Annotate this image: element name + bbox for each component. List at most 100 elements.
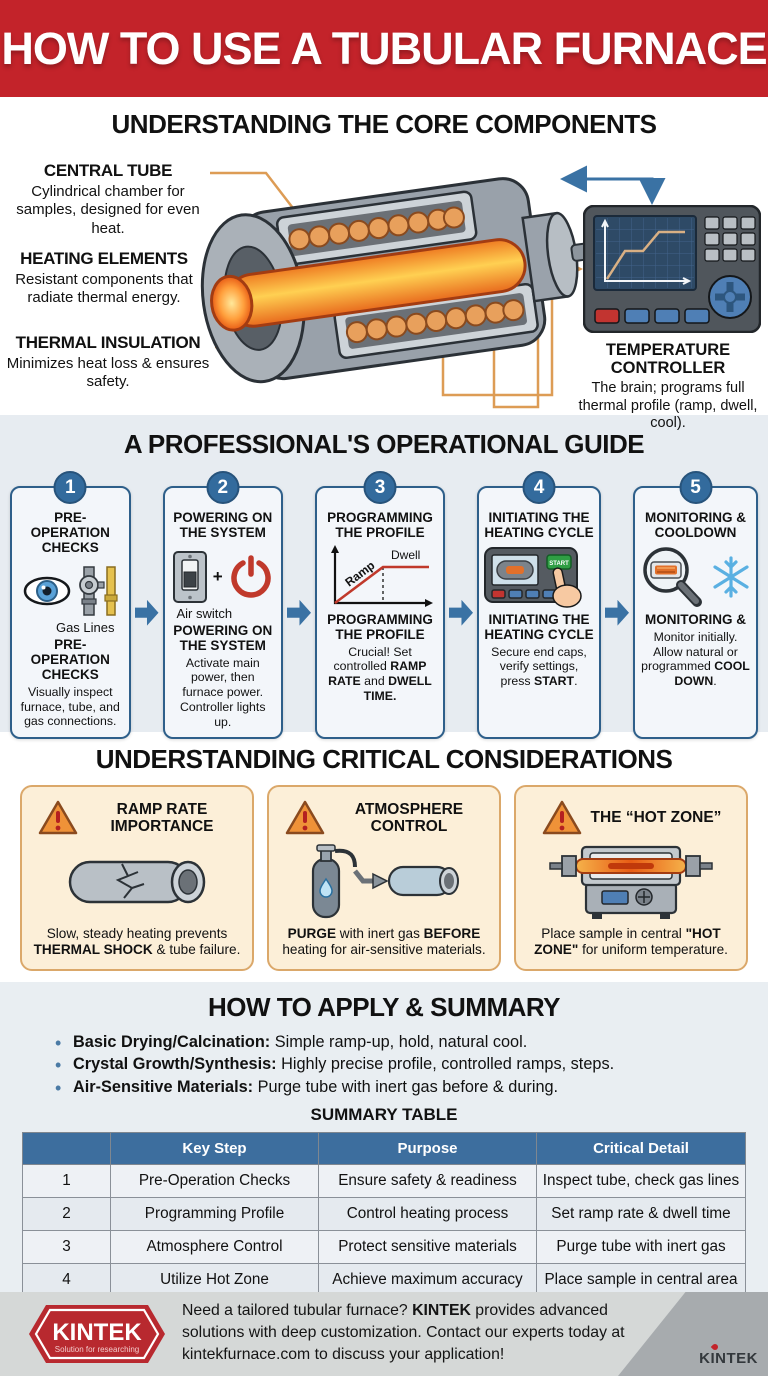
icon-caption: Gas Lines	[55, 620, 115, 636]
section-title-considerations: UNDERSTANDING CRITICAL CONSIDERATIONS	[95, 744, 673, 774]
gas-valve-icon	[78, 566, 118, 617]
consideration-desc: PURGE with inert gas BEFORE heating for …	[282, 926, 486, 958]
furnace-illustration	[200, 165, 666, 409]
air-switch-icon	[172, 551, 207, 603]
temperature-controller-title: TEMPERATURE CONTROLLER	[605, 341, 731, 378]
svg-text:START: START	[549, 561, 569, 567]
footer: KINTEK Solution for researching Need a t…	[0, 1292, 768, 1376]
col-header-index	[22, 1132, 111, 1166]
purge-gas-icon	[311, 844, 459, 919]
temperature-controller-desc: The brain; programs full thermal profile…	[578, 380, 758, 432]
svg-text:KINTEK: KINTEK	[52, 1319, 142, 1346]
flow-arrow-icon	[449, 599, 473, 626]
label-thermal-insulation: THERMAL INSULATION Minimizes heat loss &…	[4, 333, 212, 392]
step-card-5: 5 MONITORING & COOLDOWN	[633, 471, 758, 740]
kintek-logo: KINTEK Solution for researching	[26, 1303, 168, 1370]
consideration-title: ATMOSPHERE CONTROL	[354, 800, 464, 835]
consideration-title: THE “HOT ZONE”	[590, 809, 722, 827]
step-title: PRE-OPERATION CHECKS	[30, 510, 110, 556]
svg-text:Dwell: Dwell	[391, 548, 420, 562]
footer-message: Need a tailored tubular furnace? KINTEK …	[182, 1302, 625, 1363]
step-desc: Monitor initially. Allow natural or prog…	[641, 629, 750, 689]
application-bullets: Basic Drying/Calcination: Simple ramp-up…	[55, 1031, 768, 1101]
tubular-furnace-body	[200, 177, 596, 384]
header-banner: HOW TO USE A TUBULAR FURNACE	[0, 0, 768, 97]
considerations-row: RAMP RATE IMPORTANCE Slow, steady heatin…	[18, 785, 750, 971]
cracked-tube-icon	[68, 860, 206, 904]
step-title: MONITORING & COOLDOWN	[645, 510, 746, 541]
consideration-hot-zone: THE “HOT ZONE”	[514, 785, 748, 971]
section-operational-guide: A PROFESSIONAL'S OPERATIONAL GUIDE 1 PRE…	[0, 415, 768, 740]
flow-arrow-icon	[605, 599, 629, 626]
thermal-insulation-desc: Minimizes heat loss & ensures safety.	[6, 355, 210, 391]
step-title: POWERING ON THE SYSTEM	[173, 510, 273, 541]
step-number-badge: 4	[522, 471, 556, 504]
controller-arrow	[560, 165, 666, 205]
plus-sign: +	[212, 567, 223, 586]
step-number-badge: 3	[363, 471, 397, 504]
page-title: HOW TO USE A TUBULAR FURNACE	[1, 22, 767, 74]
step-subtitle: PROGRAMMING THE PROFILE	[327, 612, 433, 642]
section-title-components: UNDERSTANDING THE CORE COMPONENTS	[111, 109, 657, 139]
section-apply-summary: HOW TO APPLY & SUMMARY Basic Drying/Calc…	[0, 982, 768, 1298]
step-card-4: 4 INITIATING THE HEATING CYCLE START	[477, 471, 601, 740]
step-subtitle: PRE-OPERATION CHECKS	[30, 637, 110, 683]
controller-device-icon	[582, 204, 762, 334]
steps-row: 1 PRE-OPERATION CHECKS	[10, 471, 758, 740]
step-number-badge: 5	[679, 471, 712, 504]
step-subtitle: INITIATING THE HEATING CYCLE	[484, 612, 594, 642]
heating-elements-title: HEATING ELEMENTS	[20, 249, 188, 268]
warning-icon	[285, 800, 325, 835]
start-panel-hand-icon: START	[484, 547, 582, 608]
col-header-key-step: Key Step	[110, 1132, 319, 1166]
col-header-purpose: Purpose	[318, 1132, 537, 1166]
footer-corner-logo: KINTEK	[699, 1342, 758, 1368]
magnifier-furnace-icon	[643, 547, 702, 607]
section-critical-considerations: UNDERSTANDING CRITICAL CONSIDERATIONS RA…	[0, 732, 768, 982]
consideration-atmosphere: ATMOSPHERE CONTROL	[267, 785, 501, 971]
step-title: PROGRAMMING THE PROFILE	[327, 510, 433, 541]
table-header-row: Key Step Purpose Critical Detail	[22, 1132, 746, 1166]
step-title: INITIATING THE HEATING CYCLE	[484, 510, 594, 541]
furnace-diagram: CENTRAL TUBE Cylindrical chamber for sam…	[0, 145, 768, 431]
summary-table-title: SUMMARY TABLE	[310, 1105, 458, 1125]
step-card-2: 2 POWERING ON THE SYSTEM + Air swi	[162, 471, 283, 740]
svg-text:Solution for researching: Solution for researching	[55, 1345, 140, 1354]
step-desc: Activate main power, then furnace power.…	[180, 655, 266, 729]
eye-icon	[23, 577, 70, 606]
col-header-critical-detail: Critical Detail	[536, 1132, 746, 1166]
consideration-ramp-rate: RAMP RATE IMPORTANCE Slow, steady heatin…	[20, 785, 254, 971]
hot-zone-furnace-icon	[549, 845, 713, 919]
consideration-desc: Slow, steady heating prevents THERMAL SH…	[33, 926, 241, 958]
temperature-controller-device	[582, 204, 762, 334]
ramp-dwell-chart-icon: Ramp Dwell	[331, 545, 433, 607]
step-card-3: 3 PROGRAMMING THE PROFILE Ramp Dwell	[315, 471, 445, 740]
warning-icon	[542, 800, 581, 835]
label-temperature-controller: TEMPERATURE CONTROLLER The brain; progra…	[568, 341, 768, 432]
thermal-insulation-title: THERMAL INSULATION	[15, 333, 201, 352]
flow-arrow-icon	[287, 599, 311, 626]
central-tube-title: CENTRAL TUBE	[43, 161, 173, 180]
section-title-apply: HOW TO APPLY & SUMMARY	[207, 992, 561, 1022]
heating-elements-desc: Resistant components that radiate therma…	[15, 271, 193, 307]
label-central-tube: CENTRAL TUBE Cylindrical chamber for sam…	[4, 161, 212, 238]
section-core-components: UNDERSTANDING THE CORE COMPONENTS	[0, 97, 768, 431]
label-heating-elements: HEATING ELEMENTS Resistant components th…	[0, 249, 208, 308]
step-card-1: 1 PRE-OPERATION CHECKS	[10, 471, 131, 740]
step-number-badge: 1	[53, 471, 87, 504]
central-tube-desc: Cylindrical chamber for samples, designe…	[16, 183, 200, 237]
section-title-guide: A PROFESSIONAL'S OPERATIONAL GUIDE	[123, 429, 645, 459]
icon-caption: Air switch	[176, 606, 233, 621]
warning-icon	[38, 800, 78, 835]
bullet-item: Basic Drying/Calcination: Simple ramp-up…	[55, 1031, 768, 1056]
consideration-desc: Place sample in central "HOT ZONE" for u…	[534, 926, 728, 958]
bullet-item: Crystal Growth/Synthesis: Highly precise…	[55, 1053, 768, 1078]
step-desc: Secure end caps, verify settings, press …	[491, 644, 587, 689]
step-number-badge: 2	[206, 471, 240, 504]
